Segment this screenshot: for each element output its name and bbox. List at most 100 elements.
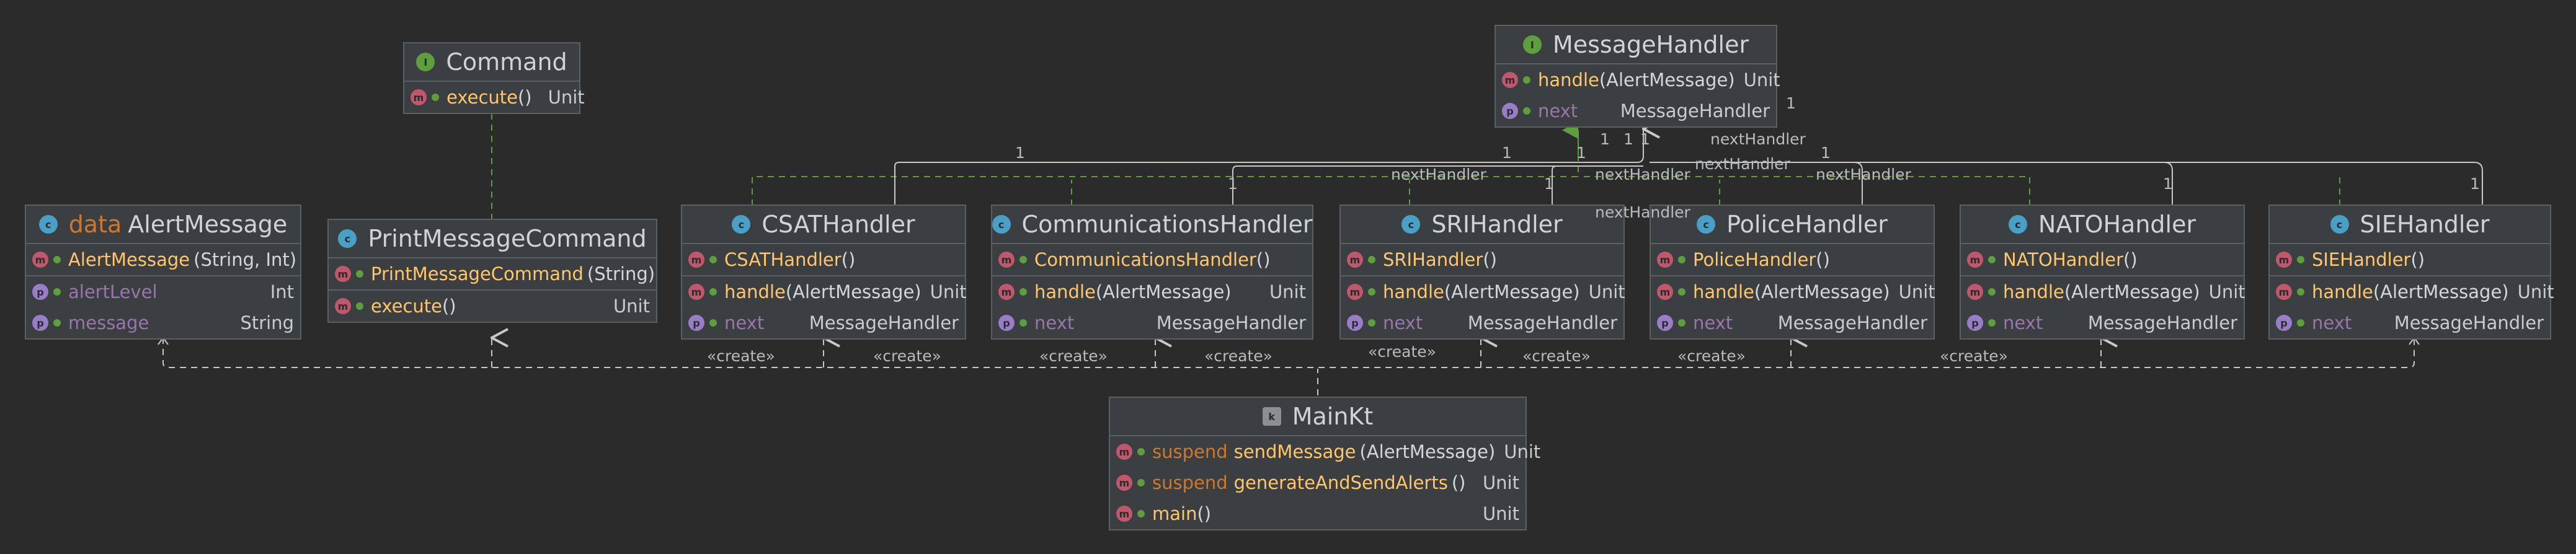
constructor-icon: m: [688, 252, 704, 268]
class-icon: c: [1401, 215, 1421, 234]
class-communications-handler[interactable]: c CommunicationsHandler m Communications…: [991, 204, 1313, 340]
next-handler-label: nextHandler: [1710, 130, 1806, 148]
constructor-row[interactable]: m SRIHandler(): [1341, 244, 1623, 275]
class-message-handler[interactable]: I MessageHandler m handle(AlertMessage) …: [1495, 25, 1780, 128]
constructor-row[interactable]: m CSATHandler(): [682, 244, 965, 275]
multiplicity-label: 1: [1544, 175, 1554, 193]
method-icon: m: [2276, 284, 2292, 300]
class-name: MainKt: [1292, 403, 1374, 430]
property-icon: p: [998, 315, 1015, 331]
next-handler-label: nextHandler: [1816, 165, 1911, 183]
separator: [1651, 275, 1934, 276]
multiplicity-label: 1: [1640, 130, 1650, 148]
file-icon: k: [1262, 407, 1281, 426]
class-header: k MainKt: [1110, 398, 1526, 436]
class-command[interactable]: I Command m execute() Unit: [403, 42, 585, 114]
create-label: «create»: [1039, 347, 1108, 365]
multiplicity-label: 1: [2163, 175, 2173, 193]
separator: [1961, 275, 2244, 276]
class-header: c SIEHandler: [2270, 206, 2550, 244]
class-name: SRIHandler: [1431, 211, 1563, 238]
constructor-row[interactable]: m PoliceHandler(): [1651, 244, 1934, 275]
property-icon: p: [2276, 315, 2292, 331]
class-csat-handler[interactable]: c CSATHandler m CSATHandler() m handle(A…: [681, 204, 967, 340]
class-header: I MessageHandler: [1496, 26, 1776, 64]
public-icon: [1988, 319, 1996, 327]
member-row[interactable]: m execute() Unit: [404, 82, 585, 113]
constructor-row[interactable]: m CommunicationsHandler (): [992, 244, 1312, 275]
constructor-icon: m: [1657, 252, 1673, 268]
constructor-row[interactable]: m NATOHandler(): [1961, 244, 2244, 275]
class-header: c data AlertMessage: [26, 206, 300, 244]
member-row[interactable]: m handle(AlertMessage) Unit: [682, 276, 967, 307]
method-icon: m: [1502, 72, 1518, 88]
class-header: c SRIHandler: [1341, 206, 1623, 244]
property-icon: p: [1502, 103, 1518, 119]
member-row[interactable]: p next MessageHandler: [1961, 307, 2244, 338]
constructor-row[interactable]: m PrintMessageCommand(String): [329, 258, 656, 289]
member-row[interactable]: m suspend generateAndSendAlerts() Unit: [1110, 467, 1526, 498]
member-row[interactable]: m suspend sendMessage(AlertMessage) Unit: [1110, 436, 1540, 467]
public-icon: [53, 319, 61, 327]
class-icon: c: [992, 215, 1011, 234]
class-main-kt[interactable]: k MainKt m suspend sendMessage(AlertMess…: [1109, 397, 1540, 530]
member-row[interactable]: p next MessageHandler: [682, 307, 965, 338]
separator: [2270, 275, 2550, 276]
member-row[interactable]: p message String: [26, 307, 300, 338]
public-icon: [53, 288, 61, 296]
method-icon: m: [1657, 284, 1673, 300]
public-icon: [1523, 76, 1530, 84]
member-row[interactable]: p alertLevel Int: [26, 276, 300, 307]
next-handler-label: nextHandler: [1391, 165, 1486, 183]
class-icon: c: [38, 215, 58, 234]
method-icon: m: [1116, 444, 1132, 460]
member-row[interactable]: m execute() Unit: [329, 291, 656, 322]
member-row[interactable]: p next MessageHandler: [992, 307, 1312, 338]
class-print-message-command[interactable]: c PrintMessageCommand m PrintMessageComm…: [327, 219, 657, 323]
constructor-row[interactable]: m SIEHandler(): [2270, 244, 2550, 275]
public-icon: [1368, 288, 1375, 296]
member-row[interactable]: p next MessageHandler: [2270, 307, 2550, 338]
class-sri-handler[interactable]: c SRIHandler m SRIHandler() m handle(Ale…: [1339, 204, 1625, 340]
member-row[interactable]: m handle(AlertMessage) Unit: [1961, 276, 2245, 307]
class-alert-message[interactable]: c data AlertMessage m AlertMessage(Strin…: [25, 204, 301, 340]
create-label: «create»: [707, 347, 775, 365]
create-label: «create»: [1204, 347, 1272, 365]
member-row[interactable]: m handle(AlertMessage) Unit: [992, 276, 1312, 307]
member-row[interactable]: m handle(AlertMessage) Unit: [1651, 276, 1935, 307]
method-icon: m: [1116, 475, 1132, 491]
member-row[interactable]: p next MessageHandler: [1341, 307, 1623, 338]
method-icon: m: [335, 298, 351, 314]
member-row[interactable]: m main() Unit: [1110, 498, 1526, 529]
class-nato-handler[interactable]: c NATOHandler m NATOHandler() m handle(A…: [1960, 204, 2245, 340]
public-icon: [2297, 256, 2304, 263]
property-icon: p: [688, 315, 704, 331]
class-police-handler[interactable]: c PoliceHandler m PoliceHandler() m hand…: [1650, 204, 1935, 340]
public-icon: [1523, 107, 1530, 115]
method-icon: m: [998, 284, 1015, 300]
public-icon: [1988, 288, 1996, 296]
aggregation-edge: [894, 129, 1643, 235]
create-label: «create»: [1940, 347, 2008, 365]
constructor-row[interactable]: m AlertMessage(String, Int): [26, 244, 300, 275]
next-handler-label: nextHandler: [1595, 165, 1690, 183]
property-icon: p: [1657, 315, 1673, 331]
class-sie-handler[interactable]: c SIEHandler m SIEHandler() m handle(Ale…: [2268, 204, 2554, 340]
member-row[interactable]: p next MessageHandler: [1496, 95, 1776, 126]
member-row[interactable]: m handle(AlertMessage) Unit: [1496, 64, 1780, 95]
public-icon: [2297, 319, 2304, 327]
separator: [1341, 275, 1623, 276]
public-icon: [1019, 256, 1027, 263]
data-keyword: data: [68, 211, 122, 238]
public-icon: [1368, 256, 1375, 263]
class-header: c CSATHandler: [682, 206, 965, 244]
multiplicity-label: 1: [1228, 175, 1238, 193]
public-icon: [1678, 288, 1686, 296]
member-row[interactable]: m handle(AlertMessage) Unit: [2270, 276, 2554, 307]
public-icon: [1368, 319, 1375, 327]
member-row[interactable]: p next MessageHandler: [1651, 307, 1934, 338]
separator: [992, 275, 1312, 276]
public-icon: [2297, 288, 2304, 296]
next-handler-label: nextHandler: [1595, 203, 1690, 221]
member-row[interactable]: m handle(AlertMessage) Unit: [1341, 276, 1625, 307]
